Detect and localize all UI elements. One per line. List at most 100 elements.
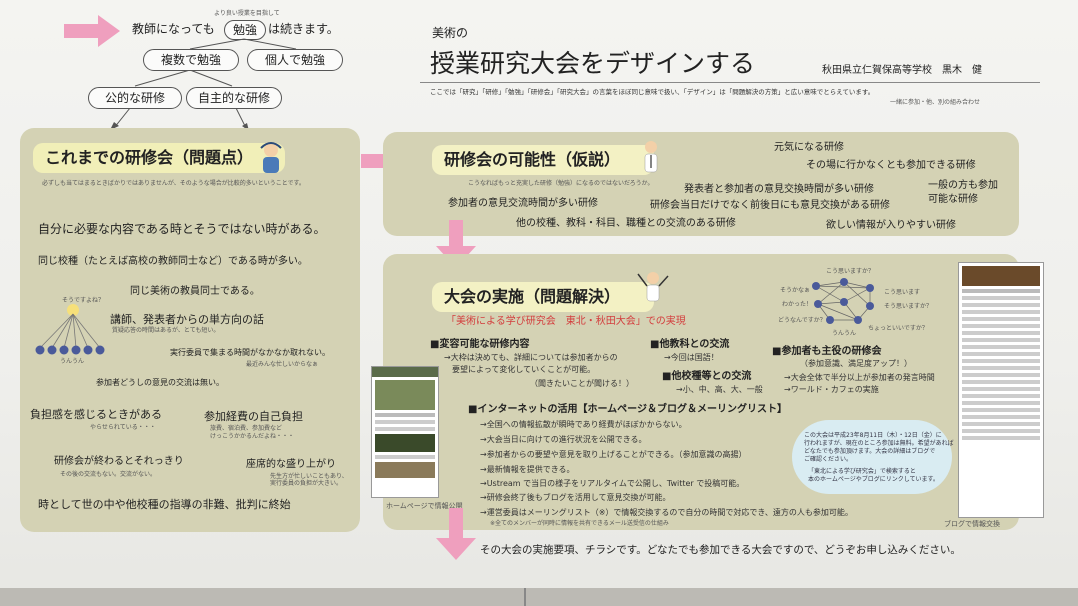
poss-i8: 欲しい情報が入りやすい研修 bbox=[826, 220, 956, 231]
left-p8s2: けっこうかかるんだよね・・・ bbox=[210, 433, 295, 440]
title-kicker: 美術の bbox=[432, 26, 469, 40]
sol-n2: →大会当日に向けての進行状況を公開できる。 bbox=[480, 435, 647, 444]
confused-person-icon bbox=[260, 142, 282, 173]
sol-b3s: →小、中、高、大、一般 bbox=[676, 385, 763, 394]
wall-strip bbox=[0, 588, 1078, 606]
teacher-pre: 教師になっても bbox=[132, 22, 215, 36]
pill-jishu: 自主的な研修 bbox=[186, 87, 282, 109]
left-p7: 負担感を感じるときがある bbox=[30, 408, 162, 421]
bubble6: 本のホームページやブログにリンクしています。 bbox=[808, 476, 939, 483]
sol-n3: →参加者からの要望や意見を取り上げることができる。（参加意識の高揚） bbox=[480, 450, 747, 459]
sol-n1: →全国への情報拡散が瞬時であり経費がほぼかからない。 bbox=[480, 420, 687, 429]
sol-n4: →最新情報を提供できる。 bbox=[480, 465, 575, 474]
sol-n6: →研修会終了後もブログを活用して意見交換が可能。 bbox=[480, 493, 671, 502]
poss-i6: 研修会当日だけでなく前後日にも意見交換がある研修 bbox=[650, 200, 890, 211]
unun: うんうん bbox=[60, 358, 85, 365]
left-p11: 時として世の中や他校種の指導の非難、批判に終始 bbox=[38, 498, 291, 511]
sol-b5: ■インターネットの活用【ホームページ＆ブログ＆メーリングリスト】 bbox=[468, 404, 787, 415]
page-title: 授業研究大会をデザインする bbox=[430, 49, 756, 78]
possibility-intro: こうなればもっと充実した研修（勉強）になるのではないだろうか。 bbox=[468, 180, 654, 187]
blog-screenshot bbox=[958, 262, 1044, 518]
left-header: これまでの研修会（問題点） bbox=[33, 143, 285, 173]
left-p8: 参加経費の自己負担 bbox=[204, 410, 303, 423]
left-p7s: やらせられている・・・ bbox=[90, 424, 156, 431]
sol-b1s2: 要望によって変化していくことが可能。 bbox=[452, 365, 596, 374]
homepage-screenshot bbox=[371, 366, 439, 498]
sol-b4s2: →大会全体で半分以上が参加者の発言時間 bbox=[784, 373, 935, 382]
arrow-right-icon bbox=[64, 15, 120, 47]
pill-fukusu: 複数で勉強 bbox=[143, 49, 239, 71]
q6: どうなんですか？ bbox=[778, 317, 826, 324]
poss-i7: 他の校種、教科・科目、職種との交流のある研修 bbox=[516, 218, 736, 229]
q2: そうかなぁ bbox=[780, 287, 811, 294]
left-intro: 必ずしも当てはまるときばかりではありませんが、そのような場合が比較的多いというこ… bbox=[42, 180, 305, 187]
solution-subtitle: 「美術による学び研究会 東北・秋田大会」での実現 bbox=[446, 316, 686, 327]
q4: わかった！ bbox=[782, 301, 813, 308]
left-p9s: その後の交流もない。交流がない。 bbox=[60, 471, 157, 478]
left-p10s2: 実行委員の負担が大きい。 bbox=[270, 480, 343, 487]
left-p2: 同じ校種（たとえば高校の教師同士など）である時が多い。 bbox=[38, 256, 308, 267]
q5: そう思いますか？ bbox=[884, 303, 933, 310]
left-p5: 実行委員で集まる時間がなかなか取れない。 bbox=[170, 348, 330, 357]
poss-i4: 一般の方も参加 bbox=[928, 180, 998, 191]
bubble4: ご確認ください。 bbox=[804, 456, 853, 463]
q3: こう思います bbox=[884, 289, 921, 296]
poss-i5: 参加者の意見交流時間が多い研修 bbox=[448, 198, 598, 209]
left-p1: 自分に必要な内容である時とそうではない時がある。 bbox=[38, 222, 326, 236]
bubble2: 行われますが、現在のところ参加は無料。希望があれば bbox=[804, 440, 954, 447]
left-p4s: 質疑応答の時間はあるが、とても短い。 bbox=[112, 327, 220, 334]
teacher-post: は続きます。 bbox=[268, 22, 339, 36]
pill-kojin: 個人で勉強 bbox=[247, 49, 343, 71]
sol-n7: →運営委員はメーリングリスト（※）で情報交換するので自分の時間で対応でき、遠方の… bbox=[480, 508, 853, 517]
left-p3: 同じ美術の教員同士である。 bbox=[130, 286, 260, 297]
bubble3: どなたでも参加頂けます。大会の詳細はブログで bbox=[804, 448, 936, 455]
sol-b2s: →今回は国語！ bbox=[664, 353, 719, 362]
left-p9: 研修会が終わるとそれっきり bbox=[54, 456, 184, 467]
left-p6: 参加者どうしの意見の交流は無い。 bbox=[96, 378, 224, 387]
left-p10s1: 先生方が忙しいこともあり、 bbox=[270, 473, 348, 480]
title-desc: ここでは「研究」「研修」「勉強」「研修会」「研究大会」の言葉をほぼ同じ意味で扱い… bbox=[430, 88, 875, 96]
q8: うんうん bbox=[832, 330, 857, 337]
footer-note: その大会の実施要項、チラシです。どなたでも参加できる大会ですので、どうぞお申し込… bbox=[480, 544, 961, 556]
left-p4: 講師、発表者からの単方向の話 bbox=[110, 313, 264, 326]
arrow-down-icon bbox=[436, 508, 476, 560]
sol-b2: ■他教科との交流 bbox=[650, 339, 730, 350]
poss-i4b: 可能な研修 bbox=[928, 194, 978, 205]
sol-n5: →Ustream で当日の様子をリアルタイムで公開し、Twitter で投稿可能… bbox=[480, 479, 745, 488]
pill-koteki: 公的な研修 bbox=[88, 87, 182, 109]
author: 秋田県立仁賀保高等学校 黒木 健 bbox=[822, 65, 982, 76]
blog-caption: ブログで情報交換 bbox=[944, 520, 1000, 528]
sol-b1s3: （聞きたいことが聞ける！） bbox=[530, 379, 634, 388]
sol-b1: ■変容可能な研修内容 bbox=[430, 339, 530, 350]
sol-b3: ■他校種等との交流 bbox=[662, 371, 752, 382]
title-desc-small: 一緒に参加・他、別の組み合わせ bbox=[890, 99, 981, 106]
poss-i1: 元気になる研修 bbox=[774, 142, 844, 153]
q1: こう思いますか？ bbox=[826, 268, 875, 275]
lecture-diagram bbox=[35, 304, 105, 355]
left-p8s1: 旅費、宿泊費、参加費など bbox=[210, 425, 283, 432]
poss-i3: 発表者と参加者の意見交換時間が多い研修 bbox=[684, 184, 874, 195]
left-p10: 座席的な盛り上がり bbox=[246, 459, 336, 470]
sosoka: そうですよね？ bbox=[62, 297, 105, 304]
poss-i2: その場に行かなくとも参加できる研修 bbox=[806, 160, 976, 171]
left-p5s: 最近みんな忙しいからなぁ bbox=[246, 361, 319, 368]
wall-divider bbox=[524, 588, 526, 606]
presenter-icon bbox=[644, 141, 658, 173]
hp-caption: ホームページで情報公開 bbox=[386, 502, 463, 510]
sol-n7s: ※全てのメンバーが同時に情報を共有できるメール送受信の仕組み bbox=[490, 520, 669, 527]
left-panel bbox=[20, 128, 360, 532]
network-diagram bbox=[812, 278, 874, 324]
possibility-header: 研修会の可能性（仮説） bbox=[432, 145, 654, 175]
tree-lines bbox=[110, 38, 297, 131]
cheering-person-icon bbox=[637, 272, 669, 302]
info-bubble bbox=[792, 420, 952, 494]
sol-b4s1: （参加意識、満足度アップ！） bbox=[800, 359, 912, 368]
title-rule bbox=[420, 82, 1040, 83]
sol-b1s1: →大枠は決めても、詳細については参加者からの bbox=[444, 353, 618, 362]
solution-header: 大会の実施（問題解決） bbox=[432, 282, 654, 312]
bubble5: 「東北による学び研究会」で検索すると bbox=[808, 468, 916, 475]
bubble1: この大会は平成23年8月11日（木）・12日（金）に bbox=[804, 432, 942, 439]
sol-b4s3: →ワールド・カフェの実施 bbox=[784, 385, 879, 394]
q7: ちょっといいですか？ bbox=[868, 325, 928, 332]
